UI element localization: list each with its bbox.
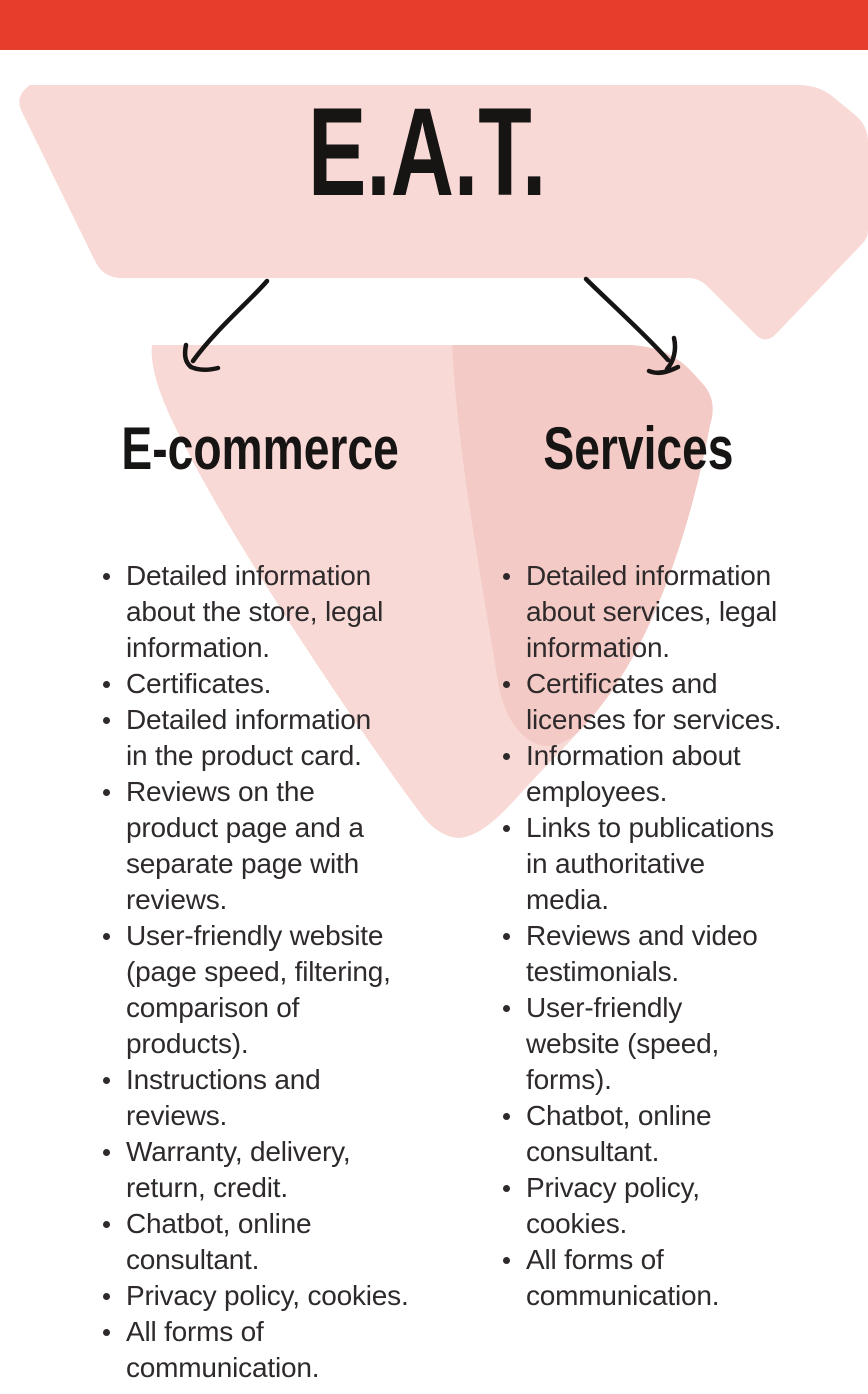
branch-heading-services: Services	[378, 419, 868, 479]
list-item: Detailed information about services, leg…	[503, 558, 843, 666]
list-item-text: Information about employees.	[526, 740, 741, 807]
bullet-icon	[103, 789, 110, 796]
list-item-text: Certificates and licenses for services.	[526, 668, 782, 735]
list-item: Chatbot, online consultant.	[503, 1098, 843, 1170]
list-item: Reviews and video testimonials.	[503, 918, 843, 990]
list-item: Warranty, delivery, return, credit.	[103, 1134, 453, 1206]
bullet-icon	[103, 1077, 110, 1084]
list-item: All forms of communication.	[503, 1242, 843, 1314]
page-title: E.A.T.	[0, 90, 861, 215]
list-item-text: User-friendly website (speed, forms).	[526, 992, 720, 1095]
bullet-icon	[503, 681, 510, 688]
list-item: Information about employees.	[503, 738, 843, 810]
list-item-text: Reviews on the product page and a separa…	[126, 776, 364, 915]
list-item-text: Detailed information about services, leg…	[526, 560, 778, 663]
bullet-icon	[103, 1293, 110, 1300]
bullet-icon	[103, 1221, 110, 1228]
list-item: User-friendly website (speed, forms).	[503, 990, 843, 1098]
bullet-icon	[103, 1149, 110, 1156]
list-item: Detailed information about the store, le…	[103, 558, 453, 666]
arrow-down-left-icon	[182, 278, 270, 372]
branch-heading-services-text: Services	[542, 415, 734, 482]
bullet-icon	[503, 1113, 510, 1120]
list-item: Instructions and reviews.	[103, 1062, 453, 1134]
list-item-text: Privacy policy, cookies.	[126, 1280, 409, 1311]
bullet-icon	[103, 681, 110, 688]
list-item-text: Privacy policy, cookies.	[526, 1172, 700, 1239]
bullet-icon	[103, 573, 110, 580]
bullet-icon	[103, 717, 110, 724]
list-item-text: Detailed information in the product card…	[126, 704, 372, 771]
ecommerce-bullet-list: Detailed information about the store, le…	[103, 558, 453, 1386]
bullet-icon	[503, 573, 510, 580]
bullet-icon	[503, 1185, 510, 1192]
list-item: Reviews on the product page and a separa…	[103, 774, 453, 918]
list-item-text: Reviews and video testimonials.	[526, 920, 758, 987]
services-bullet-list: Detailed information about services, leg…	[503, 558, 843, 1314]
list-item: Certificates.	[103, 666, 453, 702]
list-item-text: All forms of communication.	[526, 1244, 720, 1311]
list-item: All forms of communication.	[103, 1314, 453, 1386]
bullet-icon	[503, 933, 510, 940]
bullet-icon	[503, 1257, 510, 1264]
list-item-text: Chatbot, online consultant.	[526, 1100, 712, 1167]
bullet-icon	[503, 825, 510, 832]
bullet-icon	[103, 933, 110, 940]
list-item: Privacy policy, cookies.	[503, 1170, 843, 1242]
bullet-icon	[503, 1005, 510, 1012]
list-item-text: Chatbot, online consultant.	[126, 1208, 312, 1275]
list-item-text: User-friendly website (page speed, filte…	[126, 920, 391, 1059]
arrow-down-right-icon	[583, 276, 681, 376]
list-item-text: Warranty, delivery, return, credit.	[126, 1136, 351, 1203]
list-item: Certificates and licenses for services.	[503, 666, 843, 738]
bullet-icon	[103, 1329, 110, 1336]
list-item-text: Certificates.	[126, 668, 272, 699]
list-item-text: All forms of communication.	[126, 1316, 320, 1383]
list-item-text: Links to publications in authoritative m…	[526, 812, 774, 915]
list-item-text: Instructions and reviews.	[126, 1064, 321, 1131]
list-item: User-friendly website (page speed, filte…	[103, 918, 453, 1062]
branch-heading-ecommerce: E-commerce	[0, 419, 520, 479]
list-item: Chatbot, online consultant.	[103, 1206, 453, 1278]
list-item: Privacy policy, cookies.	[103, 1278, 453, 1314]
list-item: Detailed information in the product card…	[103, 702, 453, 774]
list-item: Links to publications in authoritative m…	[503, 810, 843, 918]
page-title-text: E.A.T.	[307, 83, 547, 222]
bullet-icon	[503, 753, 510, 760]
top-red-bar	[0, 0, 868, 50]
list-item-text: Detailed information about the store, le…	[126, 560, 384, 663]
branch-heading-ecommerce-text: E-commerce	[121, 415, 399, 482]
